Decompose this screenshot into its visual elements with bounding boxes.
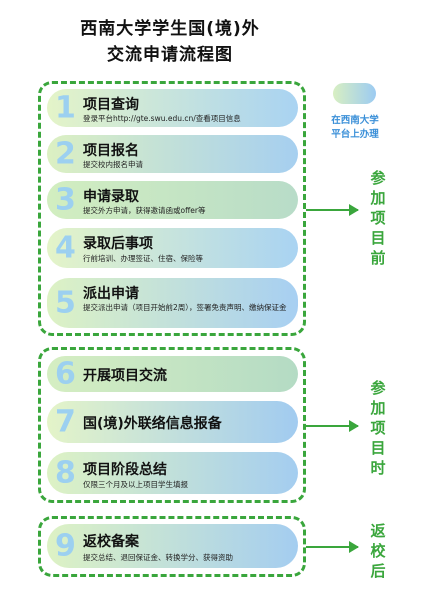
step-title: 项目报名 [83, 143, 139, 159]
step-title: 派出申请 [83, 286, 139, 302]
phase-char: 校 [370, 542, 386, 560]
phase-before-label: 参 加 项 目 前 [366, 168, 390, 268]
step-title: 国(境)外联络信息报备 [83, 416, 222, 432]
step-2-project-signup: 2 项目报名 提交校内报名申请 [47, 135, 298, 173]
phase-char: 返 [370, 522, 386, 540]
phase-char: 项 [370, 209, 386, 227]
phase-char: 参 [370, 169, 386, 187]
step-5-dispatch-application: 5 派出申请 提交派出申请（项目开始前2周），签署免责声明、缴纳保证金 [47, 278, 298, 328]
step-6-conduct-exchange: 6 开展项目交流 [47, 356, 298, 392]
step-number: 9 [55, 528, 76, 564]
arrow-after-icon [306, 541, 359, 553]
step-number: 6 [55, 356, 76, 392]
step-desc: 提交总结、退回保证金、转换学分、获得资助 [83, 553, 233, 562]
phase-after-group [38, 516, 306, 577]
legend-swatch [333, 83, 376, 104]
legend-label: 在西南大学 平台上办理 [320, 114, 390, 142]
step-title: 返校备案 [83, 534, 139, 550]
legend-label-line2: 平台上办理 [331, 129, 379, 140]
arrow-before-icon [306, 204, 359, 216]
step-number: 8 [55, 455, 76, 491]
step-desc: 提交外方申请，获得邀请函或offer等 [83, 206, 206, 215]
step-number: 4 [55, 230, 76, 266]
phase-char: 前 [370, 249, 386, 267]
phase-during-group [38, 347, 306, 503]
step-title: 录取后事项 [83, 236, 153, 252]
step-desc: 提交派出申请（项目开始前2周），签署免责声明、缴纳保证金 [83, 303, 287, 312]
phase-after-label: 返 校 后 [366, 521, 390, 581]
step-title: 项目阶段总结 [83, 462, 167, 478]
phase-char: 目 [370, 229, 386, 247]
phase-during-label: 参 加 项 目 时 [366, 378, 390, 478]
step-number: 3 [55, 182, 76, 218]
step-number: 7 [55, 404, 76, 440]
phase-char: 加 [370, 189, 386, 207]
step-title: 申请录取 [83, 189, 139, 205]
page-title-line1: 西南大学学生国(境)外 [80, 19, 260, 39]
step-title: 项目查询 [83, 97, 139, 113]
phase-char: 加 [370, 399, 386, 417]
step-1-project-query: 1 项目查询 登录平台http://gte.swu.edu.cn/查看项目信息 [47, 89, 298, 127]
step-3-application-admission: 3 申请录取 提交外方申请，获得邀请函或offer等 [47, 181, 298, 219]
arrow-during-icon [306, 420, 359, 432]
step-number: 2 [55, 136, 76, 172]
phase-char: 目 [370, 439, 386, 457]
step-9-return-registration: 9 返校备案 提交总结、退回保证金、转换学分、获得资助 [47, 524, 298, 568]
step-number: 1 [55, 90, 76, 126]
step-desc: 行前培训、办理签证、住宿、保险等 [83, 254, 203, 263]
page-title-line2: 交流申请流程图 [107, 45, 233, 65]
step-7-overseas-contact-report: 7 国(境)外联络信息报备 [47, 401, 298, 443]
phase-char: 项 [370, 419, 386, 437]
phase-char: 时 [370, 459, 386, 477]
step-4-post-admission: 4 录取后事项 行前培训、办理签证、住宿、保险等 [47, 228, 298, 268]
step-desc: 登录平台http://gte.swu.edu.cn/查看项目信息 [83, 114, 241, 123]
step-desc: 仅限三个月及以上项目学生填报 [83, 480, 188, 489]
step-desc: 提交校内报名申请 [83, 160, 143, 169]
step-number: 5 [55, 285, 76, 321]
phase-char: 后 [370, 562, 386, 580]
step-title: 开展项目交流 [83, 368, 167, 384]
phase-before-group [38, 81, 306, 336]
legend-label-line1: 在西南大学 [331, 115, 379, 126]
phase-char: 参 [370, 379, 386, 397]
step-8-stage-summary: 8 项目阶段总结 仅限三个月及以上项目学生填报 [47, 452, 298, 494]
